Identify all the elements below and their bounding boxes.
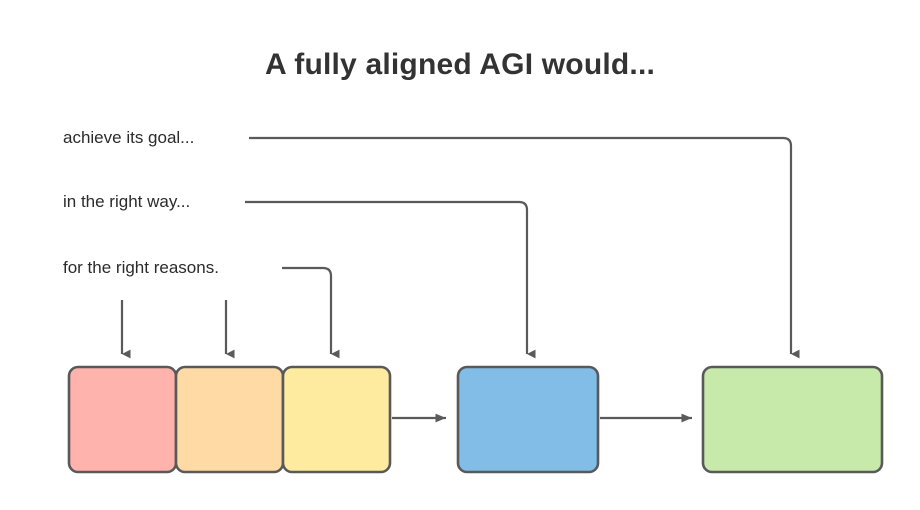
- box-goal-component-3[interactable]: [281, 365, 392, 474]
- page-title: A fully aligned AGI would...: [264, 48, 656, 81]
- way-connector: [245, 200, 536, 359]
- box-goal-component-2[interactable]: [174, 365, 285, 474]
- reasons-connector: [282, 266, 340, 359]
- box-process-blue[interactable]: [456, 365, 600, 474]
- box-goal-component-1[interactable]: [67, 365, 178, 474]
- box-outcome-green[interactable]: [701, 365, 884, 474]
- goal-connector: [249, 136, 800, 359]
- annotation-label-right-way: in the right way...: [63, 192, 191, 211]
- annotation-label-right-reasons: for the right reasons.: [63, 258, 219, 277]
- annotation-label-achieve-goal: achieve its goal...: [63, 128, 195, 147]
